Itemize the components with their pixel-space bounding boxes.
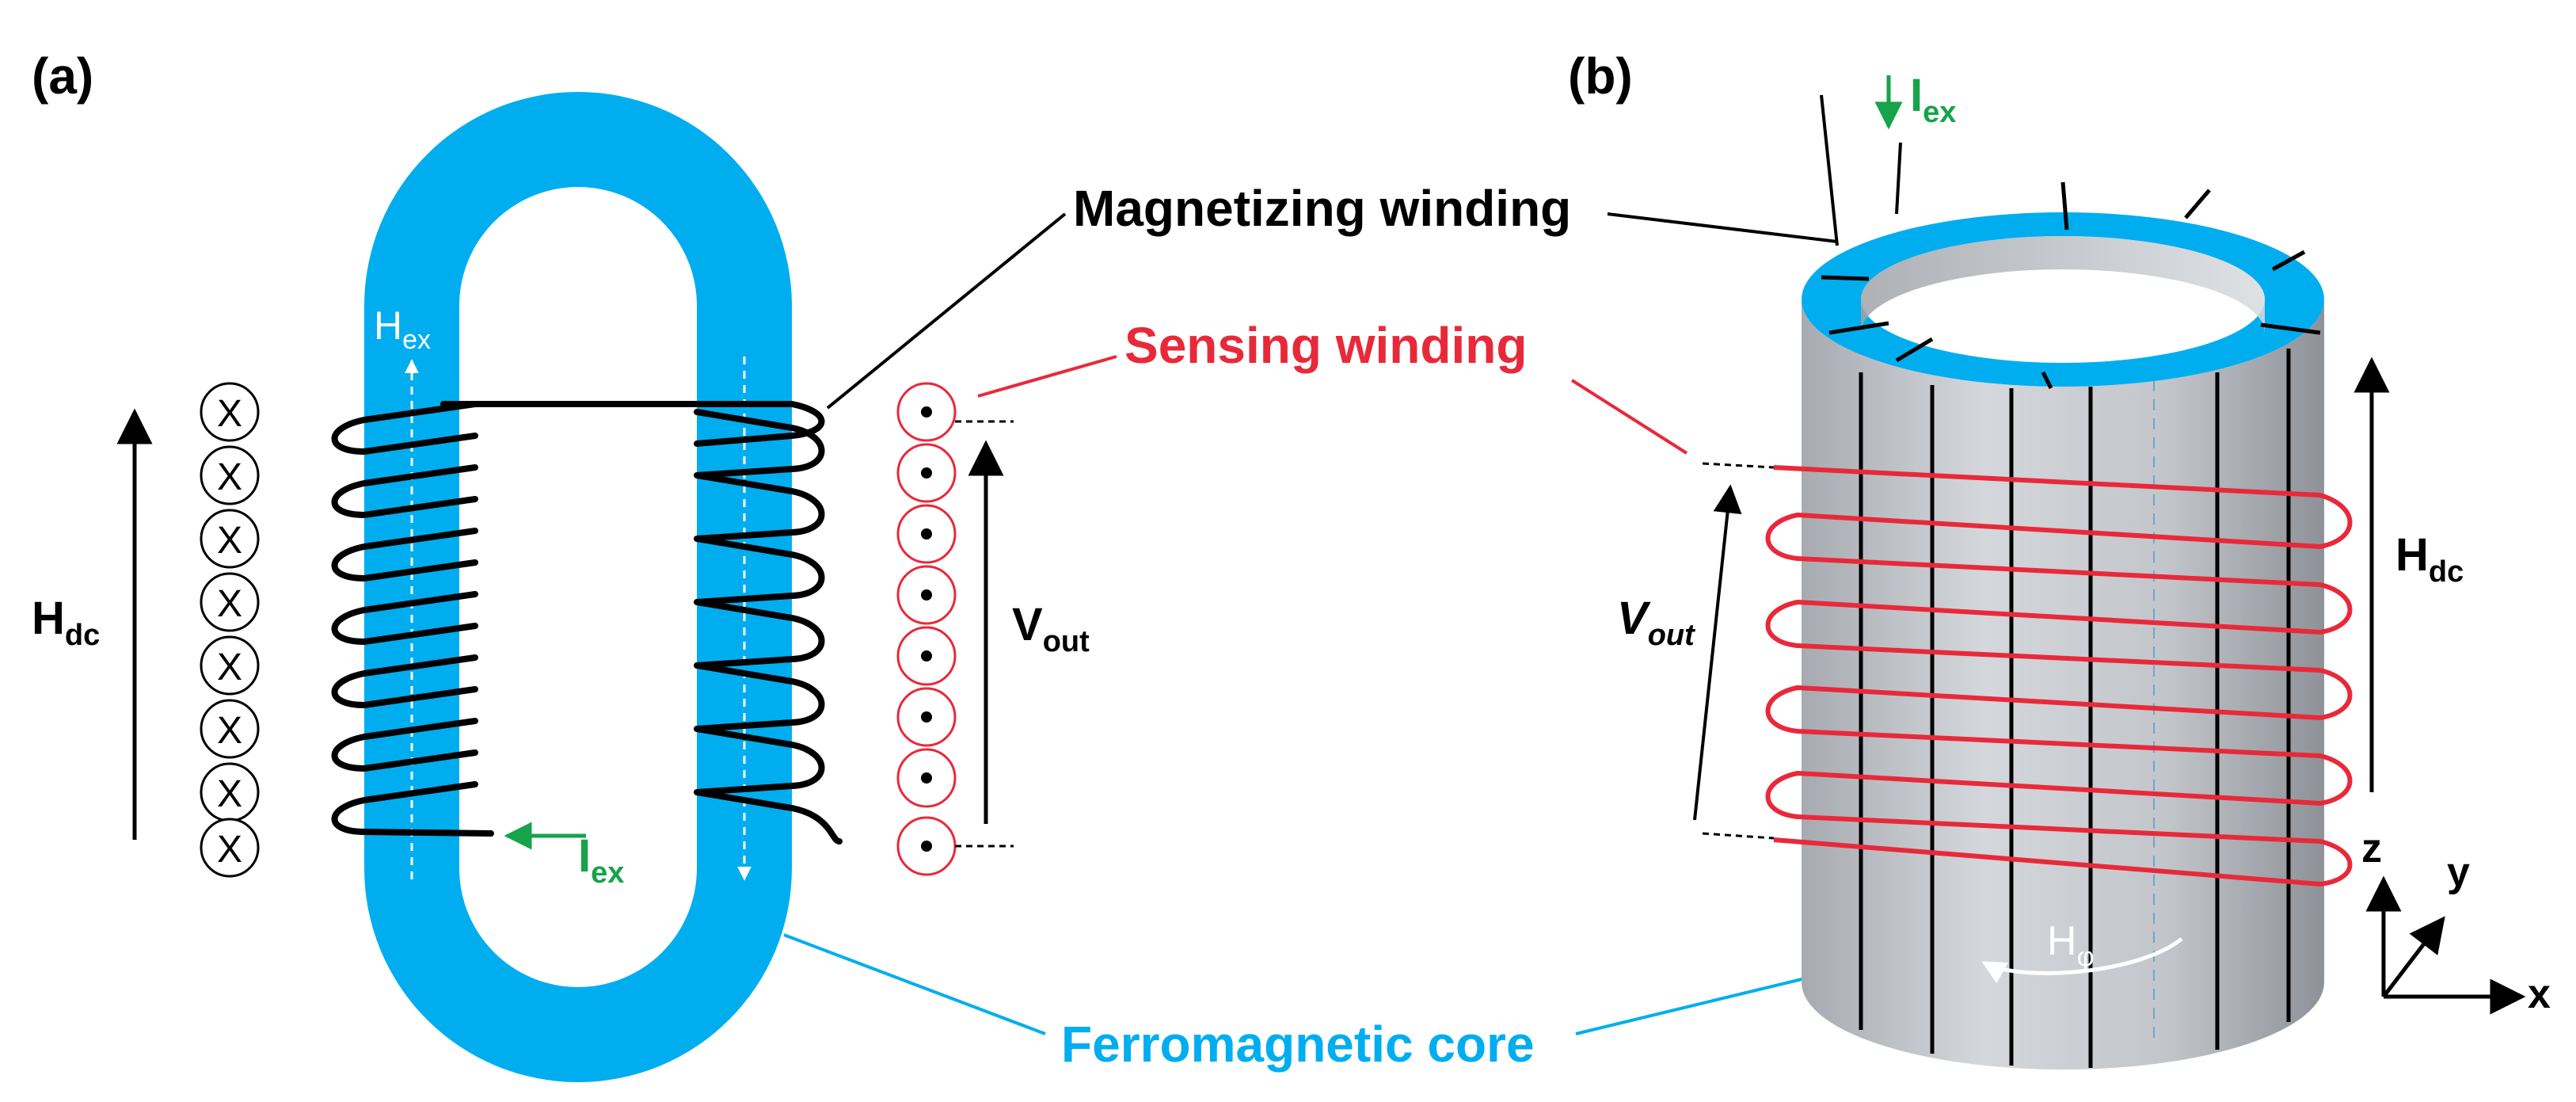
cross-conductor: X: [200, 572, 260, 632]
hdc-label-a: Hdc: [32, 593, 100, 652]
magnetizing-lead-1: [1820, 94, 1839, 246]
cross-conductor-column: X X X X X X X X: [200, 382, 260, 878]
vout-tick-bottom-b: [1702, 832, 1775, 840]
iex-label-a: Iex: [578, 830, 624, 890]
cross-conductor: X: [200, 445, 260, 505]
cross-conductor: X: [200, 762, 260, 822]
sensing-conductor-column: [896, 382, 957, 876]
axis-y-label: y: [2447, 849, 2470, 895]
sensing-winding-b: [1765, 465, 2353, 887]
panel-a: (a) Hdc X X X X X X X X Hex: [32, 48, 1090, 1082]
sensing-leader-left: [977, 355, 1117, 398]
svg-text:X: X: [217, 393, 242, 435]
magnetizing-winding-label: Magnetizing winding: [1073, 180, 1571, 237]
svg-text:X: X: [217, 520, 242, 562]
cross-conductor: X: [200, 699, 260, 759]
hphi-label: Hφ: [2047, 918, 2095, 972]
iex-label-b: Iex: [1910, 70, 1956, 129]
cross-conductor: X: [200, 818, 260, 878]
dot-conductor: [896, 816, 957, 876]
hdc-label-b: Hdc: [2395, 529, 2464, 589]
vout-label-b: Vout: [1617, 593, 1695, 652]
magnetizing-winding-right: [440, 401, 843, 845]
magnetizing-leader-right: [1607, 212, 1838, 243]
magnetizing-winding-left: [331, 401, 494, 837]
racetrack-core: [364, 92, 792, 1082]
svg-text:X: X: [217, 646, 242, 688]
cross-conductor: X: [200, 382, 260, 442]
magnetizing-winding-b: [1821, 181, 2321, 1068]
axis-z-label: z: [2361, 826, 2382, 871]
panel-b: (b) Iex: [1568, 48, 2551, 1070]
dot-conductor: [896, 504, 957, 564]
dot-conductor: [896, 382, 957, 442]
cross-conductor: X: [200, 509, 260, 569]
vout-tick-top-b: [1702, 462, 1775, 469]
vout-label-a: Vout: [1012, 599, 1090, 658]
panel-a-label: (a): [32, 48, 93, 105]
dot-conductor: [896, 748, 957, 808]
cross-conductor: X: [200, 635, 260, 696]
vout-arrow-b: [1693, 484, 1742, 821]
dot-conductor: [896, 687, 957, 747]
svg-text:X: X: [217, 710, 242, 752]
core-leader-left: [783, 933, 1046, 1035]
panel-b-label: (b): [1568, 48, 1633, 105]
hex-label: Hex: [374, 303, 431, 355]
svg-text:X: X: [217, 773, 242, 815]
sensing-winding-label: Sensing winding: [1124, 317, 1527, 374]
sensing-leader-right: [1570, 379, 1688, 455]
magnetizing-lead-2: [1895, 142, 1902, 215]
ferromagnetic-core-label: Ferromagnetic core: [1061, 1016, 1535, 1073]
dot-conductor: [896, 626, 957, 686]
dot-conductor: [896, 443, 957, 503]
core-leader-right: [1575, 973, 1822, 1035]
callouts: Magnetizing winding Sensing winding Ferr…: [783, 180, 1838, 1073]
svg-text:X: X: [217, 583, 242, 625]
svg-text:X: X: [217, 456, 242, 498]
cylinder-bore: [1861, 236, 2265, 333]
axis-x-label: x: [2528, 971, 2551, 1017]
dot-conductor: [896, 565, 957, 625]
magnetizing-leader-left: [826, 212, 1067, 410]
hphi-arc: [1981, 937, 2183, 984]
coordinate-axes: z y x: [2361, 826, 2551, 1017]
svg-text:X: X: [217, 829, 242, 871]
